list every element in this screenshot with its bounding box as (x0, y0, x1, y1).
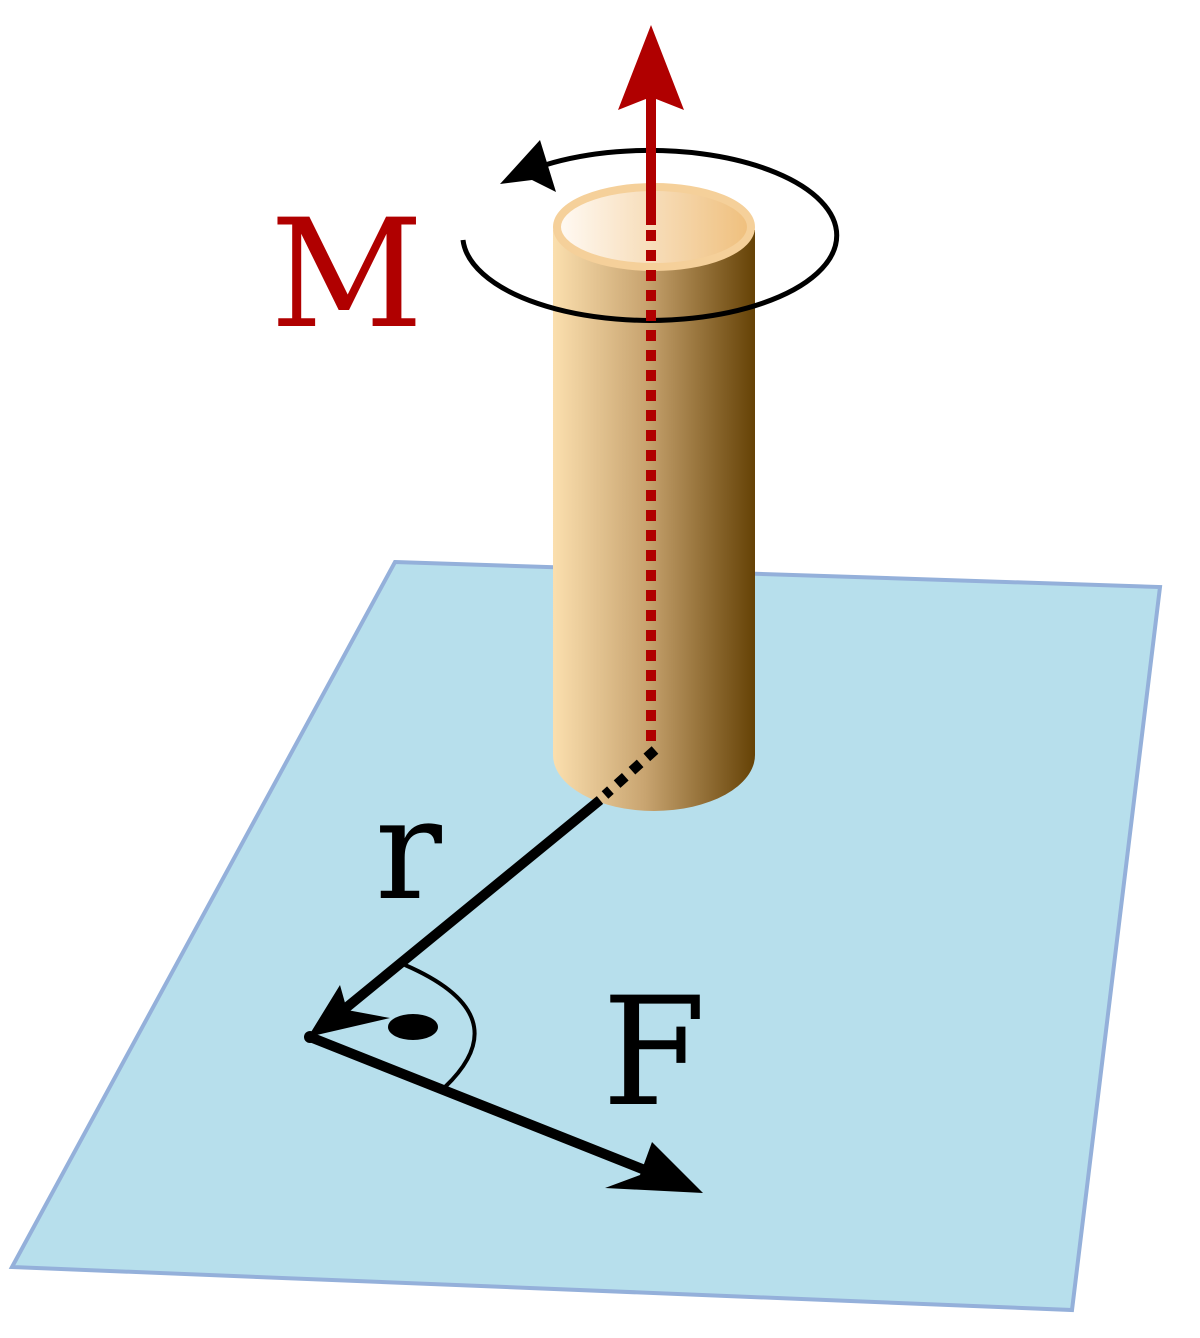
moment-vector (618, 25, 684, 745)
radius-label: r (375, 769, 442, 932)
right-angle-marker (388, 963, 477, 1089)
moment-rotation-arrow (460, 140, 840, 323)
force-vector (304, 1031, 703, 1193)
force-label: F (602, 966, 706, 1140)
radius-vector (308, 746, 659, 1037)
moment-label: M (270, 188, 424, 362)
plane (8, 559, 1163, 1313)
